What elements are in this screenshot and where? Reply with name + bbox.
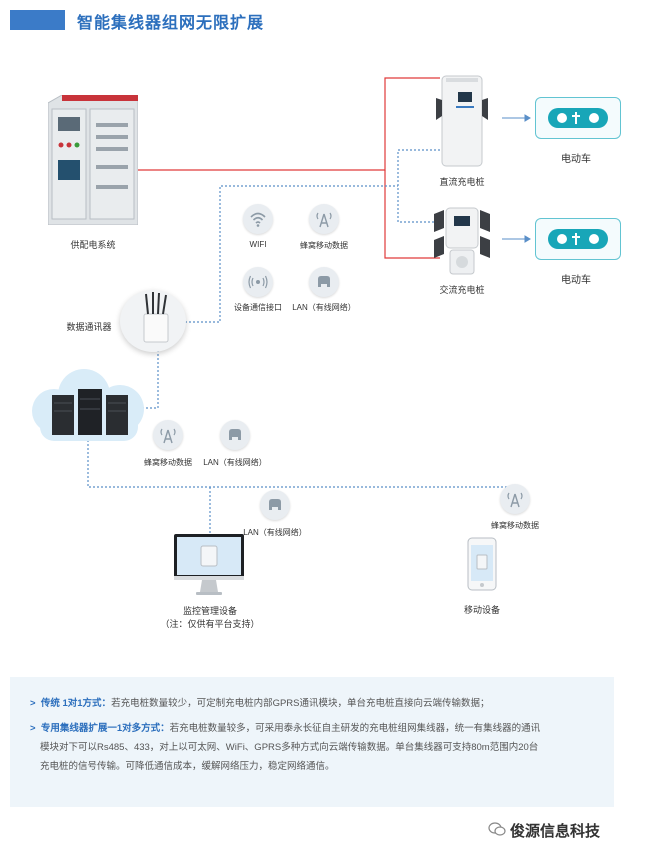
note-1: > 传统 1对1方式：若充电桩数量较少，可定制充电桩内部GPRS通讯模块，单台充… (30, 694, 610, 713)
lan-icon (309, 267, 339, 297)
cellular-tower-icon (500, 484, 530, 514)
lan-icon (260, 490, 290, 520)
note-2-head: 专用集线器扩展一1对多方式： (40, 723, 170, 734)
data-communicator-label: 数据通讯器 (66, 322, 112, 332)
note-2-cont-1: 模块对下可以Rs485、433，对上以可太网、WiFi、GPRS多种方式向云端传… (40, 742, 539, 753)
wifi-label: WIFI (249, 240, 267, 249)
ac-pile-label: 交流充电桩 (439, 285, 485, 295)
ev-box-1 (535, 97, 621, 139)
note-2-text: 若充电桩数量较多，可采用泰永长征自主研发的充电桩组网集线器，统一有集线器的通讯 (169, 723, 541, 734)
note-1-text: 若充电桩数量较少，可定制充电桩内部GPRS通讯模块，单台充电桩直接向云端传输数据… (111, 698, 490, 709)
monitor-image (172, 532, 246, 598)
monitor-note: （注：仅供有平台支持） (160, 619, 260, 629)
arrowhead-ev2 (524, 235, 531, 243)
note-2: > 专用集线器扩展一1对多方式：若充电桩数量较多，可采用泰永长征自主研发的充电桩… (30, 719, 610, 738)
note-2-marker: > (30, 723, 36, 734)
lan-label-2: LAN（有线网络） (203, 458, 267, 467)
power-line (135, 77, 440, 171)
note-1-marker: > (30, 698, 36, 709)
note-1-head: 传统 1对1方式： (40, 698, 112, 709)
lan-icon (220, 420, 250, 450)
lan-label-1: LAN（有线网络） (292, 303, 356, 312)
ev-label-1: 电动车 (561, 154, 591, 165)
cellular-label-2: 蜂窝移动数据 (144, 458, 192, 467)
wechat-icon (488, 820, 506, 838)
data-line-bottom (87, 440, 514, 515)
arrowhead-ev1 (524, 114, 531, 122)
cellular-label-1: 蜂窝移动数据 (300, 241, 348, 250)
lan-label-3: LAN（有线网络） (243, 528, 307, 537)
ev-box-2 (535, 218, 621, 260)
cloud-server-image (28, 365, 150, 445)
mobile-phone-image (467, 537, 497, 591)
monitor-label: 监控管理设备 (182, 606, 237, 616)
signal-port-icon (243, 267, 273, 297)
title-accent-bar (10, 10, 65, 30)
data-line-cloud (140, 342, 159, 409)
notes-box: > 传统 1对1方式：若充电桩数量较少，可定制充电桩内部GPRS通讯模块，单台充… (10, 677, 614, 807)
wifi-icon (243, 204, 273, 234)
mobile-label: 移动设备 (463, 605, 500, 615)
dc-pile-image (432, 70, 492, 170)
watermark: 俊源信息科技 (510, 823, 601, 840)
data-communicator-image (120, 290, 186, 352)
car-icon (548, 229, 608, 249)
ac-pile-image (432, 206, 492, 278)
car-icon (548, 108, 608, 128)
cellular-label-3: 蜂窝移动数据 (491, 521, 539, 530)
ev-label-2: 电动车 (561, 275, 591, 286)
page-title: 智能集线器组网无限扩展 (77, 15, 265, 32)
power-cabinet-image (47, 94, 139, 226)
note-2-cont-2: 充电桩的信号传输。可降低通信成本，缓解网络压力，稳定网络通信。 (40, 761, 335, 772)
data-line-comm (185, 185, 398, 323)
power-line-ac (384, 170, 440, 259)
dc-pile-label: 直流充电桩 (439, 177, 485, 187)
power-system-label: 供配电系统 (70, 240, 116, 250)
cellular-tower-icon (309, 204, 339, 234)
cellular-tower-icon (153, 420, 183, 450)
device-port-label: 设备通信接口 (234, 303, 282, 312)
